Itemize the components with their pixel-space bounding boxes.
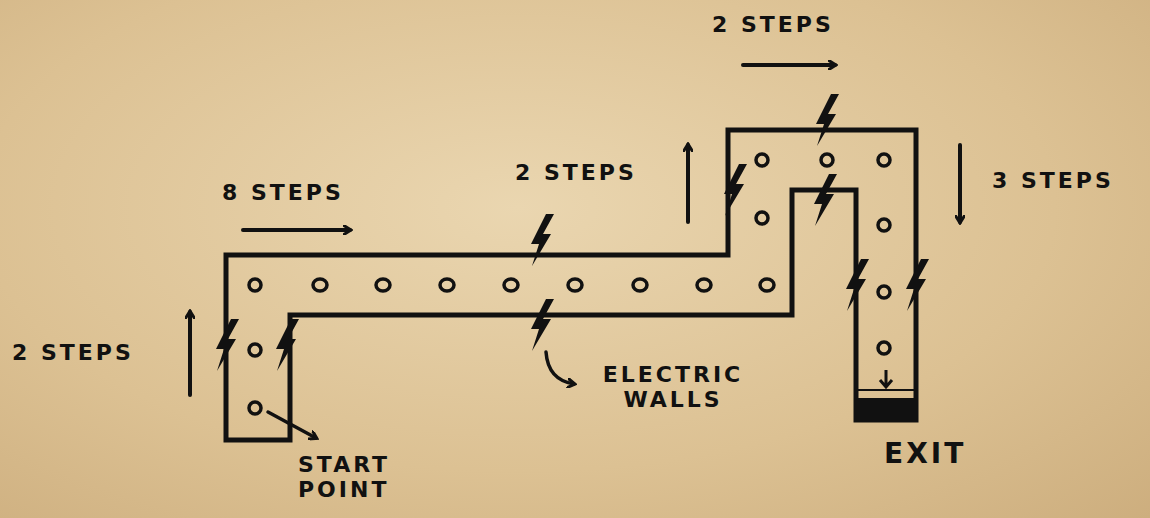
step-count: 2 STEPS bbox=[12, 340, 134, 365]
step-count: 2 STEPS bbox=[515, 160, 637, 185]
callout-label: ELECTRIC WALLS bbox=[578, 362, 768, 413]
leader-lines bbox=[268, 352, 574, 438]
exit-arrow bbox=[880, 370, 892, 387]
corridor-outline bbox=[226, 130, 916, 440]
direction-arrows bbox=[190, 65, 960, 395]
step-count: 8 STEPS bbox=[222, 180, 344, 205]
step-count: 2 STEPS bbox=[712, 12, 834, 37]
electric-bolts bbox=[216, 94, 929, 371]
exit-door bbox=[858, 398, 914, 422]
exit-label: EXIT bbox=[884, 438, 966, 470]
step-count: 3 STEPS bbox=[992, 168, 1114, 193]
start-label: START POINT bbox=[298, 452, 428, 503]
step-dots bbox=[249, 154, 890, 414]
